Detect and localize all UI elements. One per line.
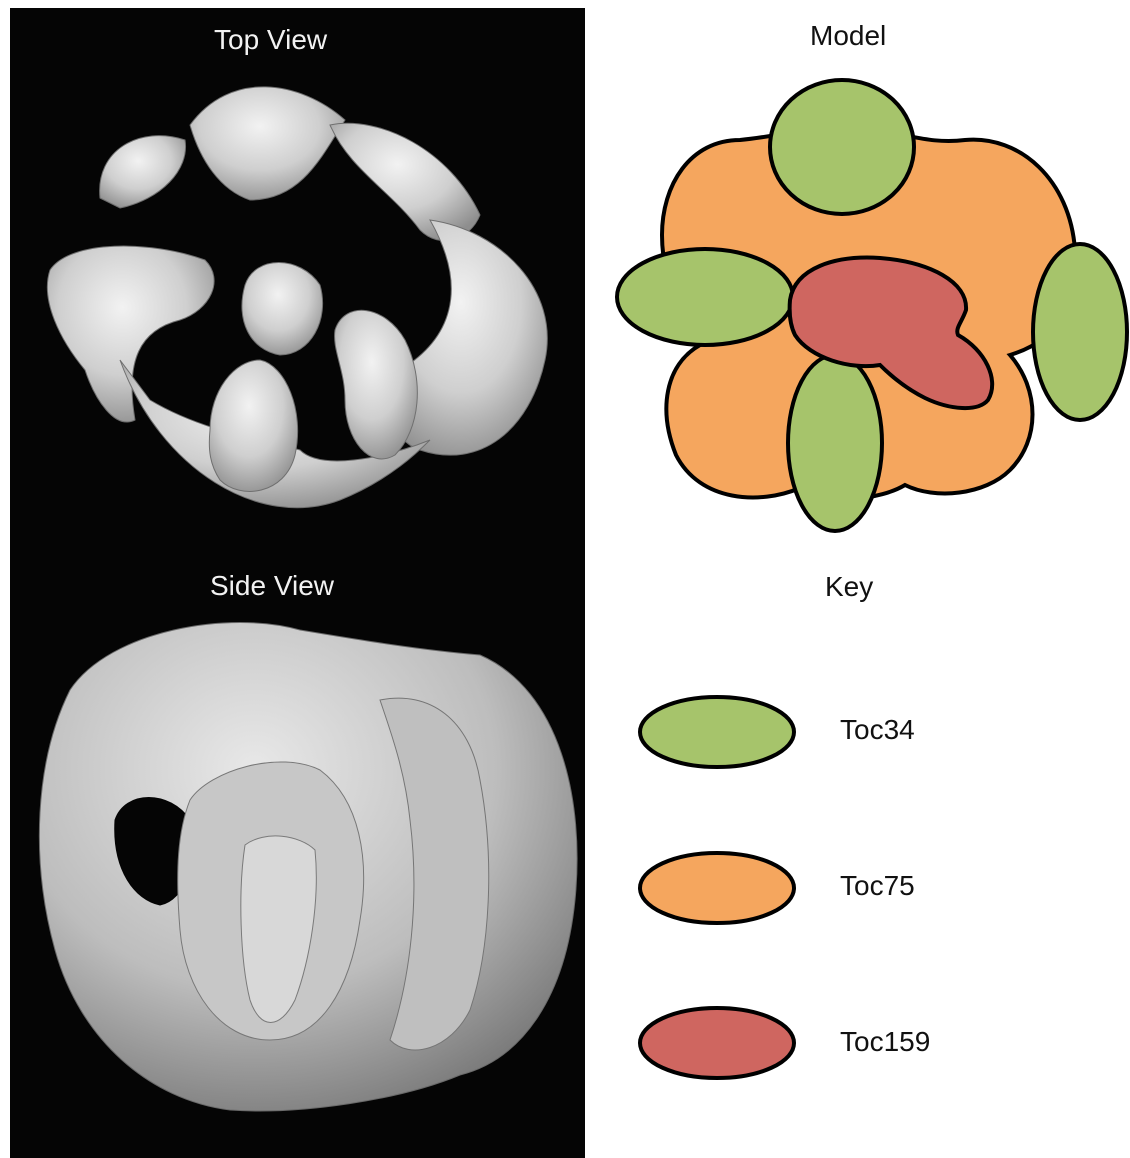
toc34-top — [770, 80, 914, 214]
top-view-lobe-lower-center — [209, 360, 297, 491]
key-symbols — [640, 697, 794, 1078]
model-title: Model — [810, 20, 886, 52]
model-schematic — [617, 80, 1127, 531]
key-label-toc159: Toc159 — [840, 1026, 930, 1058]
top-view-lobe-lower-right — [335, 310, 418, 459]
side-view-density — [39, 623, 577, 1111]
key-title: Key — [825, 571, 873, 603]
top-view-lobe-top — [190, 87, 345, 200]
side-view-title: Side View — [210, 570, 334, 602]
top-view-center-lobe — [242, 263, 323, 356]
top-view-lobe-left — [47, 246, 214, 422]
key-swatch-toc159 — [640, 1008, 794, 1078]
top-view-title: Top View — [214, 24, 327, 56]
key-label-toc34: Toc34 — [840, 714, 915, 746]
top-view-lobe-upper-left — [100, 136, 186, 208]
toc34-left — [617, 249, 793, 345]
top-view-lobe-top-right — [330, 123, 480, 240]
toc34-right — [1033, 244, 1127, 420]
key-swatch-toc34 — [640, 697, 794, 767]
key-swatch-toc75 — [640, 853, 794, 923]
top-view-density — [47, 87, 547, 508]
key-label-toc75: Toc75 — [840, 870, 915, 902]
toc34-bottom — [788, 355, 882, 531]
